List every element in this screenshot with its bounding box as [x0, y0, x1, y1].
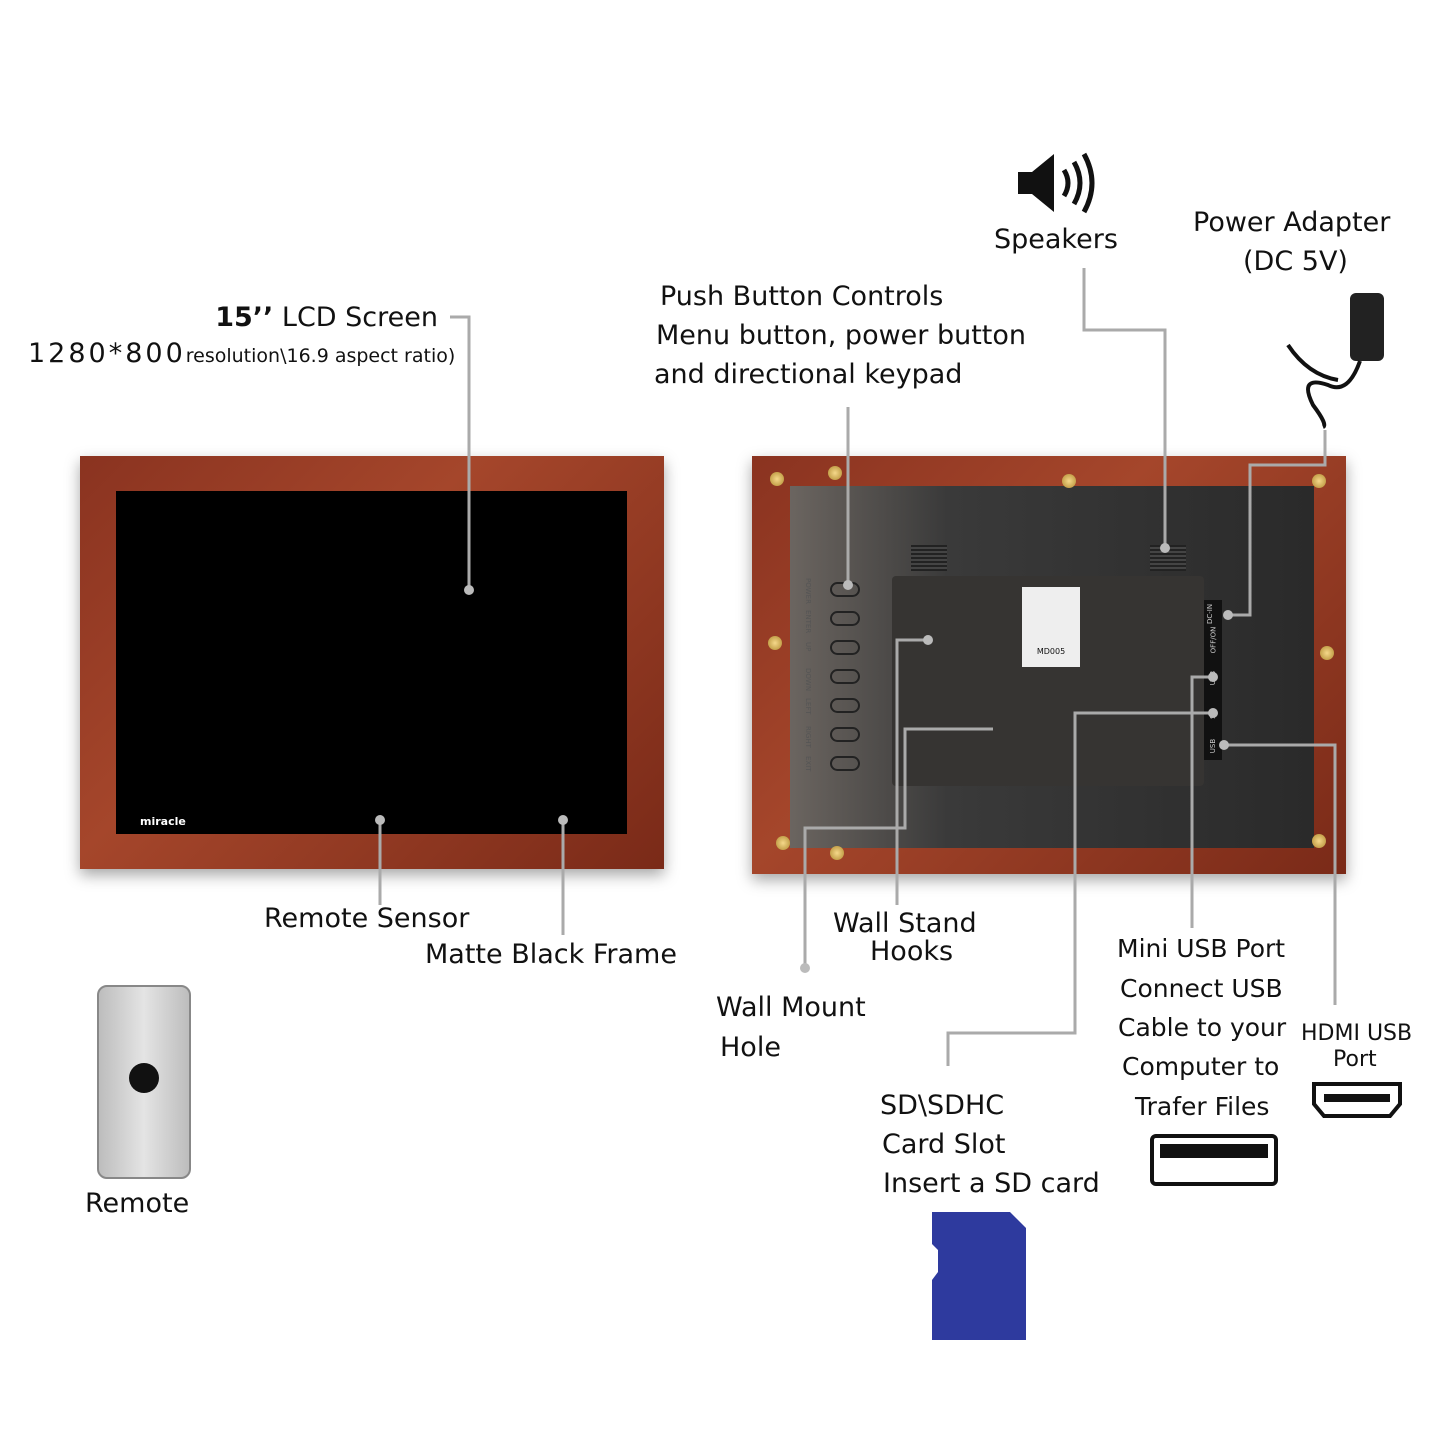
hook-icon [1062, 474, 1076, 488]
push-button-label: Push Button Controls [660, 281, 944, 312]
speaker-icon [1018, 152, 1095, 214]
hook-icon [770, 472, 784, 486]
wall-stand-label: Wall Stand [833, 908, 977, 939]
remote-dpad [129, 1063, 159, 1093]
hdmi-label-2: Port [1333, 1047, 1377, 1072]
speakers-label: Speakers [994, 224, 1118, 255]
wall-stand-label-2: Hooks [870, 936, 954, 967]
enter-button[interactable] [830, 611, 860, 626]
lcd-screen-label: 15’’ LCD Screen [215, 298, 438, 337]
hdmi-label: HDMI USB [1301, 1021, 1413, 1046]
brand-logo: miracle [140, 815, 186, 828]
remote-control-icon [97, 985, 191, 1179]
lcd-title: LCD Screen [273, 302, 438, 333]
mini-usb-desc: Connect USB [1120, 974, 1283, 1003]
lcd-screen [116, 491, 627, 834]
sd-desc: Insert a SD card [883, 1168, 1100, 1199]
hook-icon [1320, 646, 1334, 660]
resolution-value: 1280*800 [28, 338, 186, 369]
remote-label: Remote [85, 1188, 190, 1219]
power-adapter-label: Power Adapter [1193, 207, 1391, 238]
hook-icon [1312, 834, 1326, 848]
power-adapter-voltage: (DC 5V) [1243, 246, 1348, 277]
mini-usb-desc: Trafer Files [1135, 1092, 1270, 1121]
hook-icon [830, 846, 844, 860]
down-button[interactable] [830, 669, 860, 684]
lcd-resolution-label: 1280*800resolution\16.9 aspect ratio) [28, 334, 455, 376]
usb-port-icon [1150, 1134, 1278, 1186]
matte-frame-label: Matte Black Frame [425, 939, 677, 970]
mini-usb-label: Mini USB Port [1117, 934, 1286, 963]
hook-icon [776, 836, 790, 850]
sd-label: SD\SDHC [880, 1090, 1005, 1121]
hdmi-port-icon [1312, 1082, 1402, 1118]
remote-sensor-label: Remote Sensor [264, 903, 470, 934]
mini-usb-desc: Computer to [1122, 1052, 1280, 1081]
up-button[interactable] [830, 640, 860, 655]
model-label: MD005 [1022, 587, 1080, 667]
power-adapter-icon [1286, 293, 1384, 429]
push-button-desc: Menu button, power button [656, 320, 1027, 351]
lcd-size: 15’’ [215, 302, 274, 333]
sd-card-icon [932, 1212, 1026, 1340]
exit-button[interactable] [830, 756, 860, 771]
sd-label-2: Card Slot [882, 1129, 1006, 1160]
mini-usb-desc: Cable to your [1118, 1013, 1287, 1042]
resolution-detail: resolution\16.9 aspect ratio) [185, 345, 456, 367]
hook-icon [828, 466, 842, 480]
wall-mount-label: Wall Mount [716, 992, 866, 1023]
push-button-desc: and directional keypad [654, 359, 963, 390]
hook-icon [768, 636, 782, 650]
right-button[interactable] [830, 727, 860, 742]
left-button[interactable] [830, 698, 860, 713]
hook-icon [1312, 474, 1326, 488]
wall-mount-label-2: Hole [720, 1032, 781, 1063]
speaker-grille-left [911, 545, 947, 571]
